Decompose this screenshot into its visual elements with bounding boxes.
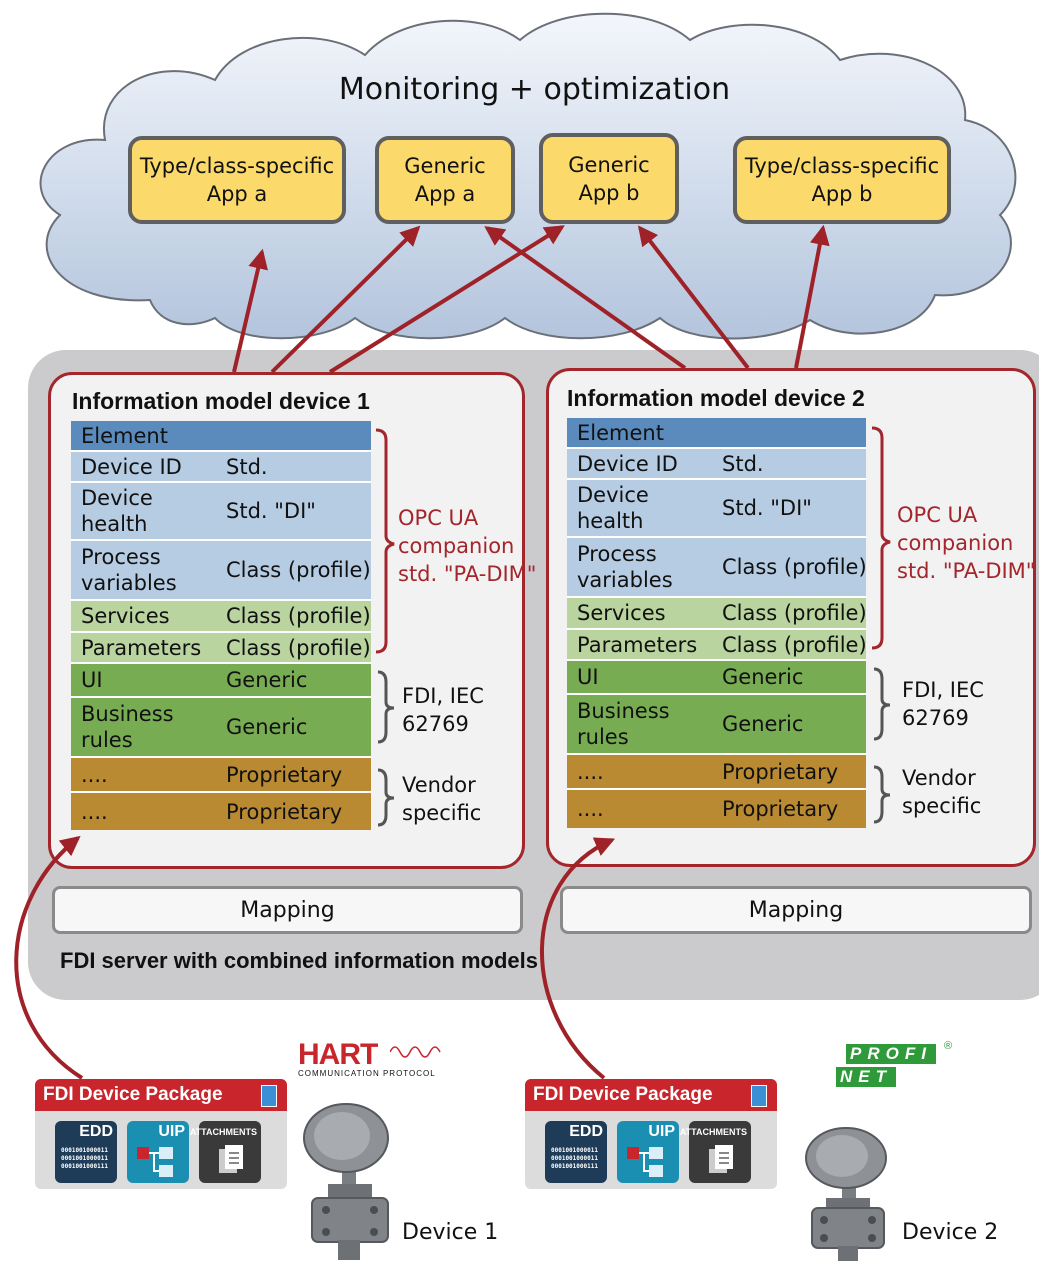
vendor-label-1: Vendor specific	[402, 773, 482, 825]
attachments-tile: ATTACHMENTS	[190, 1121, 261, 1183]
profinet-logo-bottom: NET	[836, 1067, 896, 1087]
table-row: Element	[71, 421, 371, 452]
package-title: FDI Device Package	[525, 1079, 777, 1111]
binary-text: 0001001000011 0001001000011 000100100011…	[61, 1147, 108, 1170]
cloud-title: Monitoring + optimization	[338, 72, 731, 107]
wave-icon	[390, 1046, 441, 1058]
book-icon	[751, 1085, 767, 1107]
edd-tile: EDD 0001001000011 0001001000011 00010010…	[545, 1121, 607, 1183]
book-icon	[261, 1085, 277, 1107]
attachments-tile: ATTACHMENTS	[680, 1121, 751, 1183]
arrow	[637, 225, 750, 370]
document-icon	[219, 1145, 243, 1173]
app-generic-b[interactable]: Generic App b	[539, 133, 679, 224]
opcua-label-2: OPC UA companion std. "PA-DIM"	[897, 503, 1036, 583]
fdi-device-package-1[interactable]: FDI Device Package EDD 0001001000011 000…	[35, 1079, 287, 1189]
table-row: ....Proprietary	[567, 790, 866, 828]
device-1-label: Device 1	[402, 1220, 499, 1245]
table-row: ....Proprietary	[567, 755, 866, 790]
arrow	[14, 835, 84, 1080]
table-row: Element	[567, 418, 866, 449]
arrow	[270, 225, 421, 374]
uip-tile: UIP	[617, 1121, 679, 1183]
profinet-logo: PROFI NET ®	[832, 1040, 962, 1094]
uip-tile: UIP	[127, 1121, 189, 1183]
table-row: ....Proprietary	[71, 758, 371, 793]
mapping-box-2: Mapping	[560, 886, 1032, 934]
model-2-title: Information model device 2	[567, 385, 865, 411]
profinet-logo-top: PROFI	[846, 1044, 936, 1064]
pressure-transmitter-icon	[805, 1127, 887, 1261]
edd-tile: EDD 0001001000011 0001001000011 00010010…	[55, 1121, 117, 1183]
vendor-label-2: Vendor specific	[902, 766, 982, 818]
fdi-server-label: FDI server with combined information mod…	[60, 948, 538, 973]
binary-text: 0001001000011 0001001000011 000100100011…	[551, 1147, 598, 1170]
ui-diagram-icon	[627, 1147, 663, 1177]
document-icon	[709, 1145, 733, 1173]
app-type-class-specific-b[interactable]: Type/class-specific App b	[733, 136, 951, 224]
device-2-label: Device 2	[902, 1220, 999, 1245]
registered-mark: ®	[944, 1040, 953, 1052]
fdi-label-2: FDI, IEC 62769	[902, 678, 984, 730]
hart-logo-subtitle: COMMUNICATION PROTOCOL	[298, 1069, 436, 1078]
pressure-transmitter-icon	[303, 1103, 389, 1260]
arrow	[484, 226, 687, 370]
hart-logo: HART COMMUNICATION PROTOCOL	[298, 1038, 448, 1078]
mapping-box-1: Mapping	[52, 886, 523, 934]
model-1-title: Information model device 1	[72, 388, 370, 414]
fdi-label-1: FDI, IEC 62769	[402, 684, 484, 736]
package-title: FDI Device Package	[35, 1079, 287, 1111]
arrow	[794, 224, 830, 369]
hart-logo-text: HART	[298, 1038, 378, 1071]
opcua-label-1: OPC UA companion std. "PA-DIM"	[398, 506, 537, 586]
arrow	[232, 248, 268, 373]
table-row: ....Proprietary	[71, 793, 371, 830]
arrow	[328, 225, 565, 374]
app-type-class-specific-a[interactable]: Type/class-specific App a	[128, 136, 346, 224]
arrow	[540, 837, 616, 1080]
fdi-device-package-2[interactable]: FDI Device Package EDD 0001001000011 000…	[525, 1079, 777, 1189]
app-generic-a[interactable]: Generic App a	[375, 136, 515, 224]
ui-diagram-icon	[137, 1147, 173, 1177]
cloud-shape	[39, 12, 1017, 340]
